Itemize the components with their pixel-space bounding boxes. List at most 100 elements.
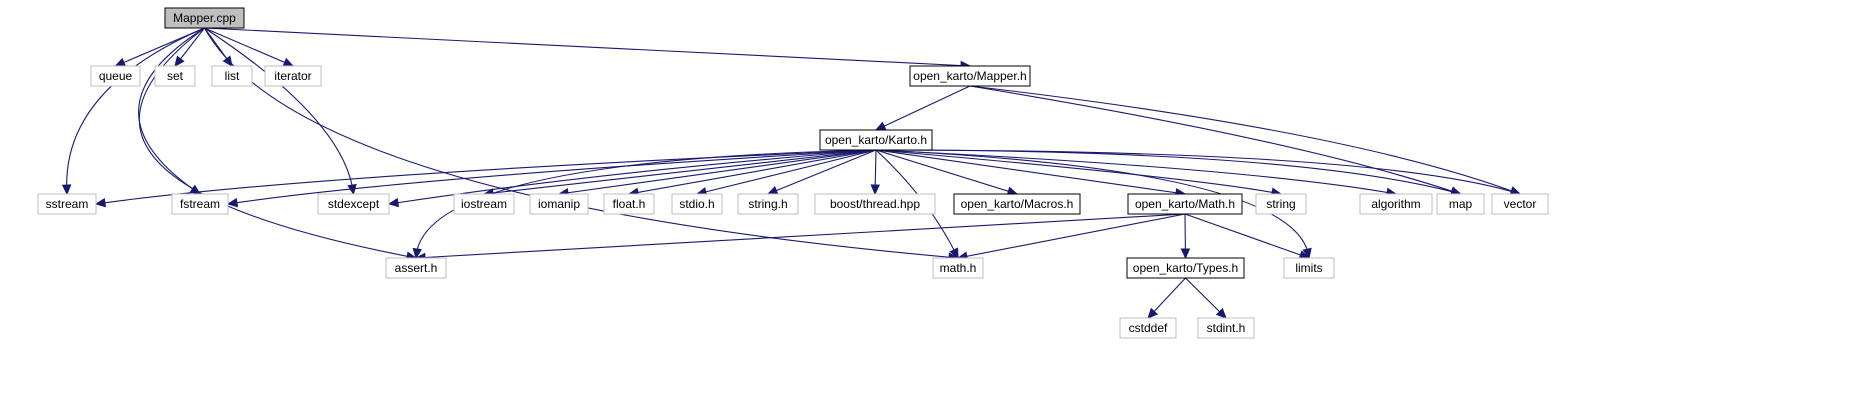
node-label: string xyxy=(1266,197,1295,211)
edge-karto_h-to-math_karto xyxy=(875,149,1186,195)
edge-karto_h-to-limits xyxy=(875,149,1310,259)
edge-karto_h-to-stdexcept xyxy=(388,149,877,205)
node-string-h[interactable]: string.h xyxy=(737,193,799,215)
node-queue[interactable]: queue xyxy=(90,65,141,87)
edge-mapper_h-to-karto_h xyxy=(875,85,971,131)
arrowhead-karto_h-to-boost_thread xyxy=(870,184,880,196)
node-label: boost/thread.hpp xyxy=(830,197,920,211)
node-stdexcept[interactable]: stdexcept xyxy=(317,193,390,215)
node-label: list xyxy=(225,69,240,83)
node-label: string.h xyxy=(748,197,787,211)
arrowhead-karto_h-to-stdexcept xyxy=(387,197,400,208)
arrowhead-karto_h-to-assert_h xyxy=(412,247,423,260)
node-label: sstream xyxy=(46,197,89,211)
node-label: stdexcept xyxy=(328,197,380,211)
node-set[interactable]: set xyxy=(154,65,196,87)
edge-karto_h-to-algorithm xyxy=(875,149,1397,195)
node-label: assert.h xyxy=(395,261,438,275)
arrowhead-karto_h-to-math_h xyxy=(949,247,959,260)
arrowhead-mapper_h-to-karto_h xyxy=(874,121,887,131)
edge-mapper_h-to-vector xyxy=(969,85,1521,195)
node-label: open_karto/Macros.h xyxy=(961,197,1074,211)
arrowhead-karto_h-to-fstream xyxy=(226,197,239,208)
edge-mapper_cpp-to-fstream xyxy=(138,27,205,195)
arrowhead-types_h-to-stdint_h xyxy=(1215,307,1227,319)
arrowhead-math_karto-to-types_h xyxy=(1180,248,1191,260)
node-map[interactable]: map xyxy=(1436,193,1485,215)
node-list[interactable]: list xyxy=(211,65,253,87)
arrowhead-mapper_cpp-to-queue xyxy=(114,57,127,67)
node-label: set xyxy=(167,69,184,83)
edge-karto_h-to-stdio_h xyxy=(696,149,877,195)
node-iterator[interactable]: iterator xyxy=(264,65,322,87)
node-label: queue xyxy=(99,69,133,83)
node-assert-h[interactable]: assert.h xyxy=(385,257,447,279)
edge-karto_h-to-macros_h xyxy=(875,149,1018,195)
node-math-karto[interactable]: open_karto/Math.h xyxy=(1127,193,1243,215)
node-label: open_karto/Karto.h xyxy=(825,133,927,147)
arrowhead-karto_h-to-string_h xyxy=(766,185,779,195)
node-label: open_karto/Math.h xyxy=(1135,197,1235,211)
node-stdint-h[interactable]: stdint.h xyxy=(1197,317,1255,339)
node-label: cstddef xyxy=(1129,321,1168,335)
edge-mapper_cpp-to-mapper_h xyxy=(204,27,971,67)
node-label: stdint.h xyxy=(1207,321,1246,335)
node-karto-h[interactable]: open_karto/Karto.h xyxy=(819,129,933,151)
edge-karto_h-to-iomanip xyxy=(558,149,877,195)
node-boost-thread[interactable]: boost/thread.hpp xyxy=(814,193,936,215)
edge-mapper_cpp-to-stdexcept xyxy=(204,27,355,195)
node-label: vector xyxy=(1504,197,1537,211)
node-label: stdio.h xyxy=(679,197,714,211)
edge-karto_h-to-string_h xyxy=(767,149,877,195)
node-mapper-cpp[interactable]: Mapper.cpp xyxy=(164,7,245,29)
node-label: Mapper.cpp xyxy=(173,11,236,25)
node-float-h[interactable]: float.h xyxy=(603,193,655,215)
arrowhead-types_h-to-cstddef xyxy=(1147,307,1158,319)
node-fstream[interactable]: fstream xyxy=(171,193,229,215)
arrowhead-mapper_cpp-to-list xyxy=(222,55,233,67)
arrowhead-mapper_cpp-to-sstream xyxy=(61,184,72,196)
edge-mapper_cpp-to-sstream xyxy=(66,27,205,195)
arrowhead-mapper_cpp-to-iterator xyxy=(282,57,295,67)
edges-layer xyxy=(61,27,1522,319)
node-label: iostream xyxy=(461,197,507,211)
edge-mapper_h-to-map xyxy=(969,85,1461,195)
node-label: map xyxy=(1449,197,1473,211)
edge-math_karto-to-limits xyxy=(1184,213,1310,259)
node-math-h[interactable]: math.h xyxy=(932,257,984,279)
node-label: iomanip xyxy=(538,197,580,211)
node-iomanip[interactable]: iomanip xyxy=(529,193,589,215)
arrowhead-karto_h-to-sstream xyxy=(94,197,107,208)
edge-karto_h-to-assert_h xyxy=(415,149,877,259)
node-cstddef[interactable]: cstddef xyxy=(1119,317,1177,339)
node-limits[interactable]: limits xyxy=(1283,257,1335,279)
node-string[interactable]: string xyxy=(1255,193,1307,215)
node-stdio-h[interactable]: stdio.h xyxy=(671,193,723,215)
node-label: algorithm xyxy=(1371,197,1420,211)
node-label: open_karto/Types.h xyxy=(1133,261,1238,275)
edge-karto_h-to-vector xyxy=(875,149,1521,195)
edge-karto_h-to-fstream xyxy=(227,149,877,205)
edge-mapper_cpp-to-iterator xyxy=(204,27,294,67)
arrowhead-mapper_cpp-to-set xyxy=(174,55,185,67)
node-label: math.h xyxy=(940,261,977,275)
edge-math_karto-to-assert_h xyxy=(415,213,1186,259)
edge-karto_h-to-iostream xyxy=(483,149,877,195)
node-label: open_karto/Mapper.h xyxy=(913,69,1026,83)
node-macros-h[interactable]: open_karto/Macros.h xyxy=(953,193,1081,215)
edge-karto_h-to-float_h xyxy=(628,149,877,195)
node-label: limits xyxy=(1295,261,1322,275)
node-vector[interactable]: vector xyxy=(1491,193,1549,215)
node-label: float.h xyxy=(613,197,646,211)
node-types-h[interactable]: open_karto/Types.h xyxy=(1126,257,1245,279)
edge-math_karto-to-math_h xyxy=(957,213,1186,259)
node-label: iterator xyxy=(274,69,311,83)
node-algorithm[interactable]: algorithm xyxy=(1359,193,1433,215)
edge-karto_h-to-map xyxy=(875,149,1461,195)
arrowhead-karto_h-to-limits xyxy=(1302,247,1312,260)
node-label: fstream xyxy=(180,197,220,211)
node-sstream[interactable]: sstream xyxy=(37,193,97,215)
node-iostream[interactable]: iostream xyxy=(453,193,515,215)
node-mapper-h[interactable]: open_karto/Mapper.h xyxy=(909,65,1031,87)
